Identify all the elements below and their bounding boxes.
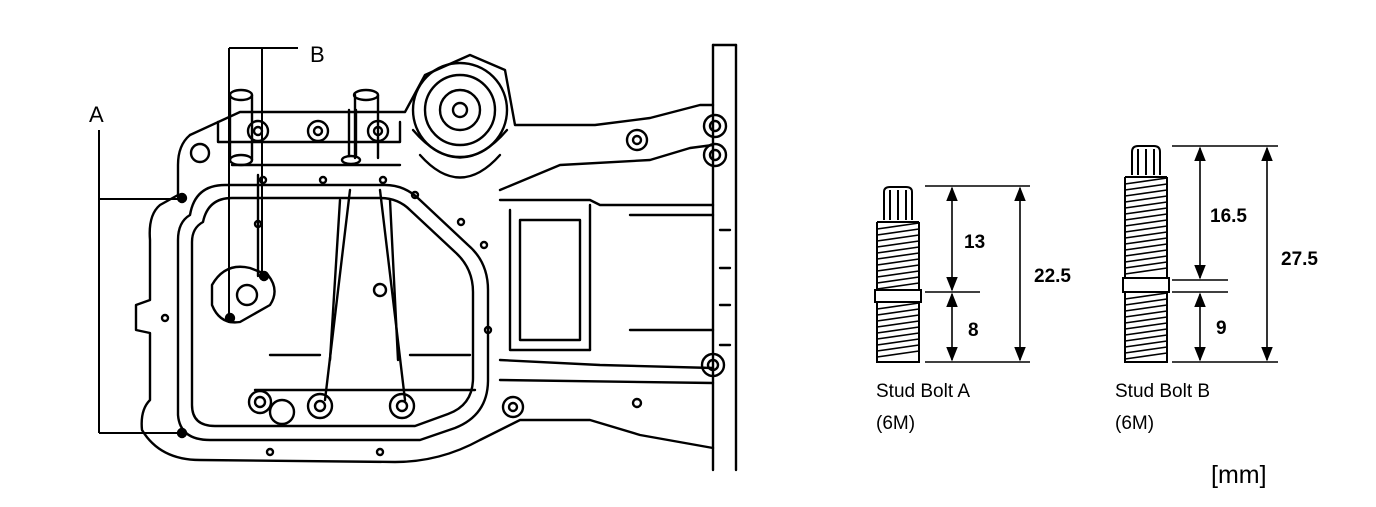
thread-line <box>876 308 920 316</box>
thread-line <box>1124 207 1168 215</box>
thread-line <box>1124 225 1168 233</box>
stud-bolt-b <box>1122 145 1170 363</box>
stud-bolt-a <box>874 186 922 363</box>
thread-line <box>876 234 920 242</box>
stud-a-size: (6M) <box>876 413 915 434</box>
stud-b-caption: Stud Bolt B <box>1115 381 1210 402</box>
thread-line <box>1124 346 1168 354</box>
stud-a-dim-lower: 8 <box>968 320 979 341</box>
stud-a-caption: Stud Bolt A <box>876 381 970 402</box>
stud-b-size: (6M) <box>1115 413 1154 434</box>
thread-line <box>1124 316 1168 324</box>
thread-line <box>1124 231 1168 239</box>
thread-line <box>876 258 920 266</box>
thread-line <box>1124 340 1168 348</box>
thread-line <box>1124 255 1168 263</box>
label-a-leader <box>98 130 182 434</box>
label-b: B <box>310 42 325 67</box>
thread-line <box>1124 177 1168 185</box>
stud-a-dim-total: 22.5 <box>1034 266 1071 287</box>
thread-line <box>876 228 920 236</box>
thread-line <box>1124 328 1168 336</box>
unit-label: [mm] <box>1211 461 1267 489</box>
stud-bolt-b-dimensions <box>1172 145 1278 363</box>
stud-b-dim-lower: 9 <box>1216 318 1227 339</box>
stud-a-dim-upper: 13 <box>964 232 985 253</box>
thread-line <box>876 302 920 310</box>
thread-line <box>1124 298 1168 306</box>
thread-line <box>1124 195 1168 203</box>
stud-b-dim-upper: 16.5 <box>1210 206 1247 227</box>
label-b-leader <box>228 47 298 318</box>
thread-line <box>876 320 920 328</box>
thread-line <box>876 282 920 290</box>
thread-line <box>876 264 920 272</box>
thread-line <box>1124 292 1168 300</box>
thread-line <box>876 252 920 260</box>
oil-pan-drawing <box>134 43 738 472</box>
thread-line <box>1124 183 1168 191</box>
thread-line <box>876 326 920 334</box>
thread-line <box>1124 249 1168 257</box>
thread-line <box>1124 261 1168 269</box>
thread-line <box>1124 201 1168 209</box>
thread-line <box>1124 267 1168 275</box>
thread-line <box>1124 322 1168 330</box>
thread-line <box>876 246 920 254</box>
thread-line <box>1124 219 1168 227</box>
thread-line <box>1124 352 1168 360</box>
stud-bolt-b-threads <box>1124 177 1168 360</box>
thread-line <box>876 332 920 340</box>
thread-line <box>1124 310 1168 318</box>
thread-line <box>1124 304 1168 312</box>
thread-line <box>1124 237 1168 245</box>
thread-line <box>876 338 920 346</box>
thread-line <box>1124 189 1168 197</box>
stud-bolt-a-threads <box>876 222 920 358</box>
thread-line <box>876 270 920 278</box>
thread-line <box>876 240 920 248</box>
thread-line <box>1124 243 1168 251</box>
label-a: A <box>89 102 104 127</box>
thread-line <box>1124 334 1168 342</box>
thread-line <box>876 276 920 284</box>
stud-bolt-a-dimensions <box>925 185 1030 363</box>
thread-line <box>876 350 920 358</box>
thread-line <box>876 344 920 352</box>
thread-line <box>876 314 920 322</box>
thread-line <box>876 222 920 230</box>
thread-line <box>1124 213 1168 221</box>
stud-b-dim-total: 27.5 <box>1281 249 1318 270</box>
